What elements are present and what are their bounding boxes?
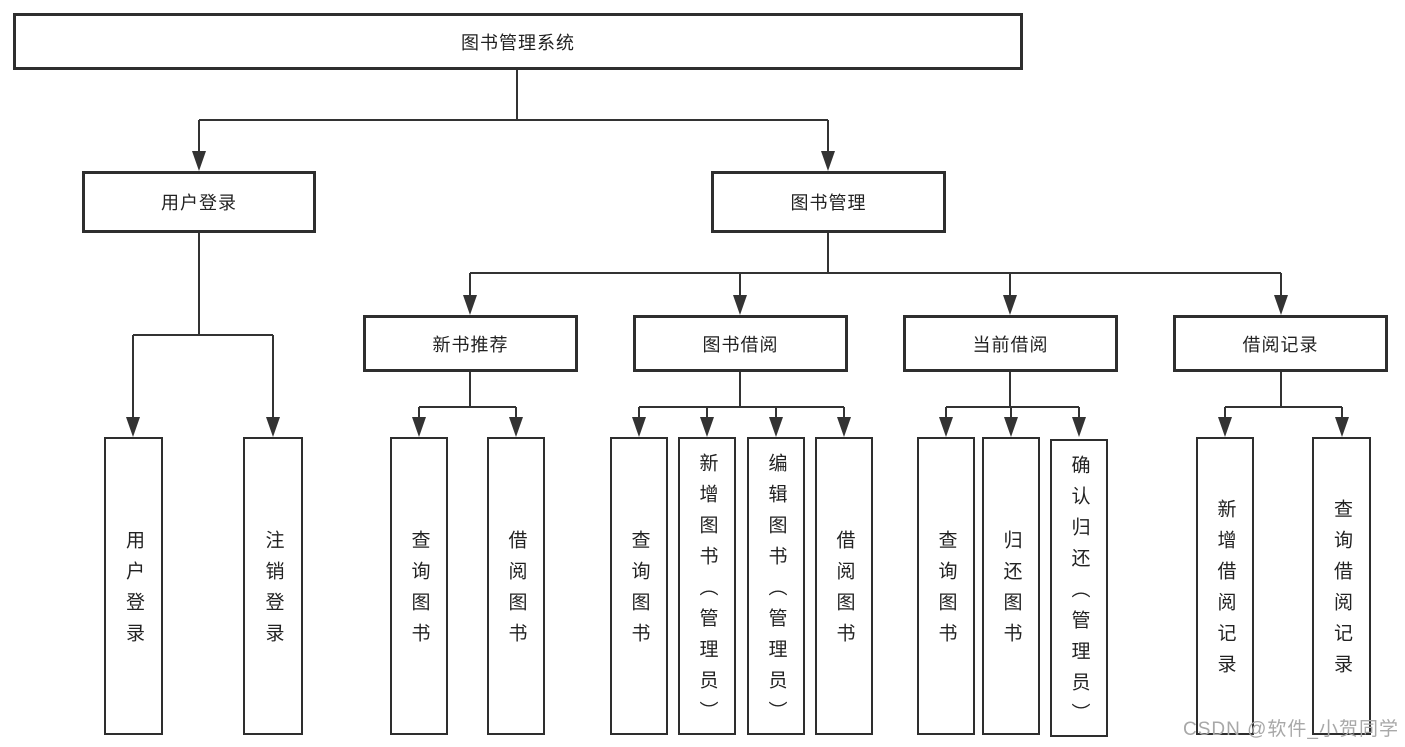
- node-library-management-system: 图书管理系统: [13, 13, 1023, 70]
- node-label: 查询图书: [628, 530, 650, 654]
- node-confirm-return-admin: 确认归还（管理员）: [1050, 439, 1108, 737]
- node-new-book-recommend: 新书推荐: [363, 315, 578, 372]
- node-label: 借阅图书: [833, 530, 855, 654]
- node-query-books-recommend: 查询图书: [390, 437, 448, 735]
- node-borrow-books-borrowing: 借阅图书: [815, 437, 873, 735]
- node-label: 新增图书（管理员）: [696, 452, 718, 732]
- node-edit-book-admin: 编辑图书（管理员）: [747, 437, 805, 735]
- node-label: 借阅图书: [505, 530, 527, 654]
- node-book-borrowing: 图书借阅: [633, 315, 848, 372]
- node-logout: 注销登录: [243, 437, 303, 735]
- node-label: 查询图书: [935, 530, 957, 654]
- node-query-books-current: 查询图书: [917, 437, 975, 735]
- node-book-management: 图书管理: [711, 171, 946, 233]
- node-label: 查询图书: [408, 530, 430, 654]
- node-label: 注销登录: [262, 530, 284, 654]
- node-label: 编辑图书（管理员）: [765, 452, 787, 732]
- node-user-login: 用户登录: [104, 437, 163, 735]
- node-return-books: 归还图书: [982, 437, 1040, 735]
- csdn-watermark: CSDN @软件_小贺同学: [1183, 719, 1399, 740]
- node-user-login-group: 用户登录: [82, 171, 316, 233]
- node-query-books-borrowing: 查询图书: [610, 437, 668, 735]
- node-label: 归还图书: [1000, 530, 1022, 654]
- node-add-borrow-record: 新增借阅记录: [1196, 437, 1254, 735]
- node-current-borrowing: 当前借阅: [903, 315, 1118, 372]
- node-label: 查询借阅记录: [1331, 499, 1352, 685]
- node-label: 确认归还（管理员）: [1068, 454, 1090, 734]
- node-label: 用户登录: [123, 530, 144, 654]
- node-query-borrow-record: 查询借阅记录: [1312, 437, 1371, 735]
- node-borrowing-records: 借阅记录: [1173, 315, 1388, 372]
- node-label: 新增借阅记录: [1214, 499, 1236, 685]
- node-borrow-books-recommend: 借阅图书: [487, 437, 545, 735]
- node-add-book-admin: 新增图书（管理员）: [678, 437, 736, 735]
